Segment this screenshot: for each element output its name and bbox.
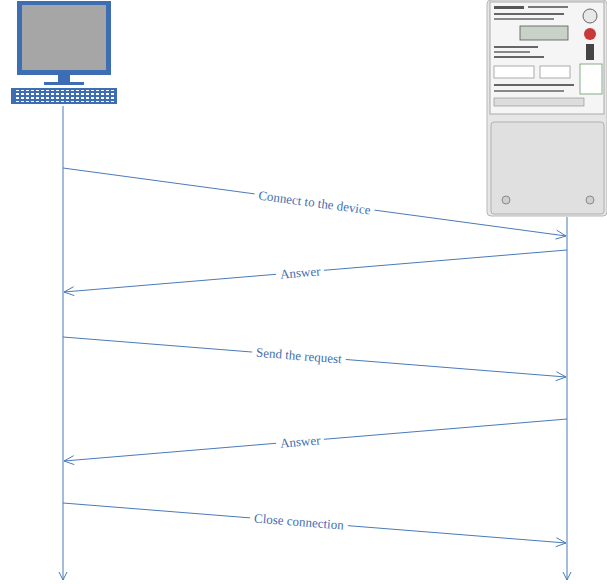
meter-port (586, 44, 594, 60)
meter-print (528, 6, 568, 8)
monitor-frame (17, 1, 111, 75)
meter-sticker (494, 66, 534, 78)
meter-print (494, 51, 530, 53)
arrow-head (556, 230, 567, 239)
meter-cover (491, 122, 604, 214)
computer-icon (11, 1, 117, 104)
message-arrow (63, 168, 566, 236)
meter-screw (502, 196, 510, 204)
meter-print (494, 18, 554, 20)
meter-housing (487, 0, 607, 216)
arrow-head (64, 456, 74, 465)
arrow-head (59, 572, 67, 580)
meter-illustration (487, 0, 607, 216)
lifeline (63, 106, 64, 580)
message-label: Answer (276, 432, 326, 451)
meter-barcode (494, 98, 584, 106)
message-arrow (64, 419, 567, 461)
message-label: Close connection (250, 510, 349, 533)
meter-plate (490, 2, 604, 114)
meter-print (494, 56, 544, 58)
meter-print (494, 90, 564, 92)
meter-knob (583, 9, 597, 23)
arrow-head (64, 287, 74, 296)
arrow-head (556, 538, 566, 547)
meter-module (580, 64, 602, 94)
message-arrow (64, 250, 567, 292)
meter-print (494, 46, 538, 48)
message-label: Send the request (252, 345, 347, 367)
monitor-screen (22, 5, 106, 70)
arrow-head (563, 572, 571, 580)
keyboard-keys (14, 90, 114, 102)
monitor-stand (58, 75, 70, 83)
meter-sticker (540, 66, 570, 78)
message-label: Answer (276, 263, 326, 282)
message-arrow (63, 337, 566, 377)
lifeline (567, 217, 568, 580)
meter-print (494, 84, 574, 86)
message-arrow (63, 503, 566, 543)
arrow-head (556, 372, 566, 381)
meter-button (584, 28, 596, 40)
meter-screw (586, 196, 594, 204)
meter-print (494, 6, 524, 9)
keyboard (11, 88, 117, 104)
monitor-base (44, 82, 84, 85)
message-label: Connect to the device (254, 186, 376, 217)
meter-display (520, 26, 568, 40)
meter-print (494, 13, 564, 15)
